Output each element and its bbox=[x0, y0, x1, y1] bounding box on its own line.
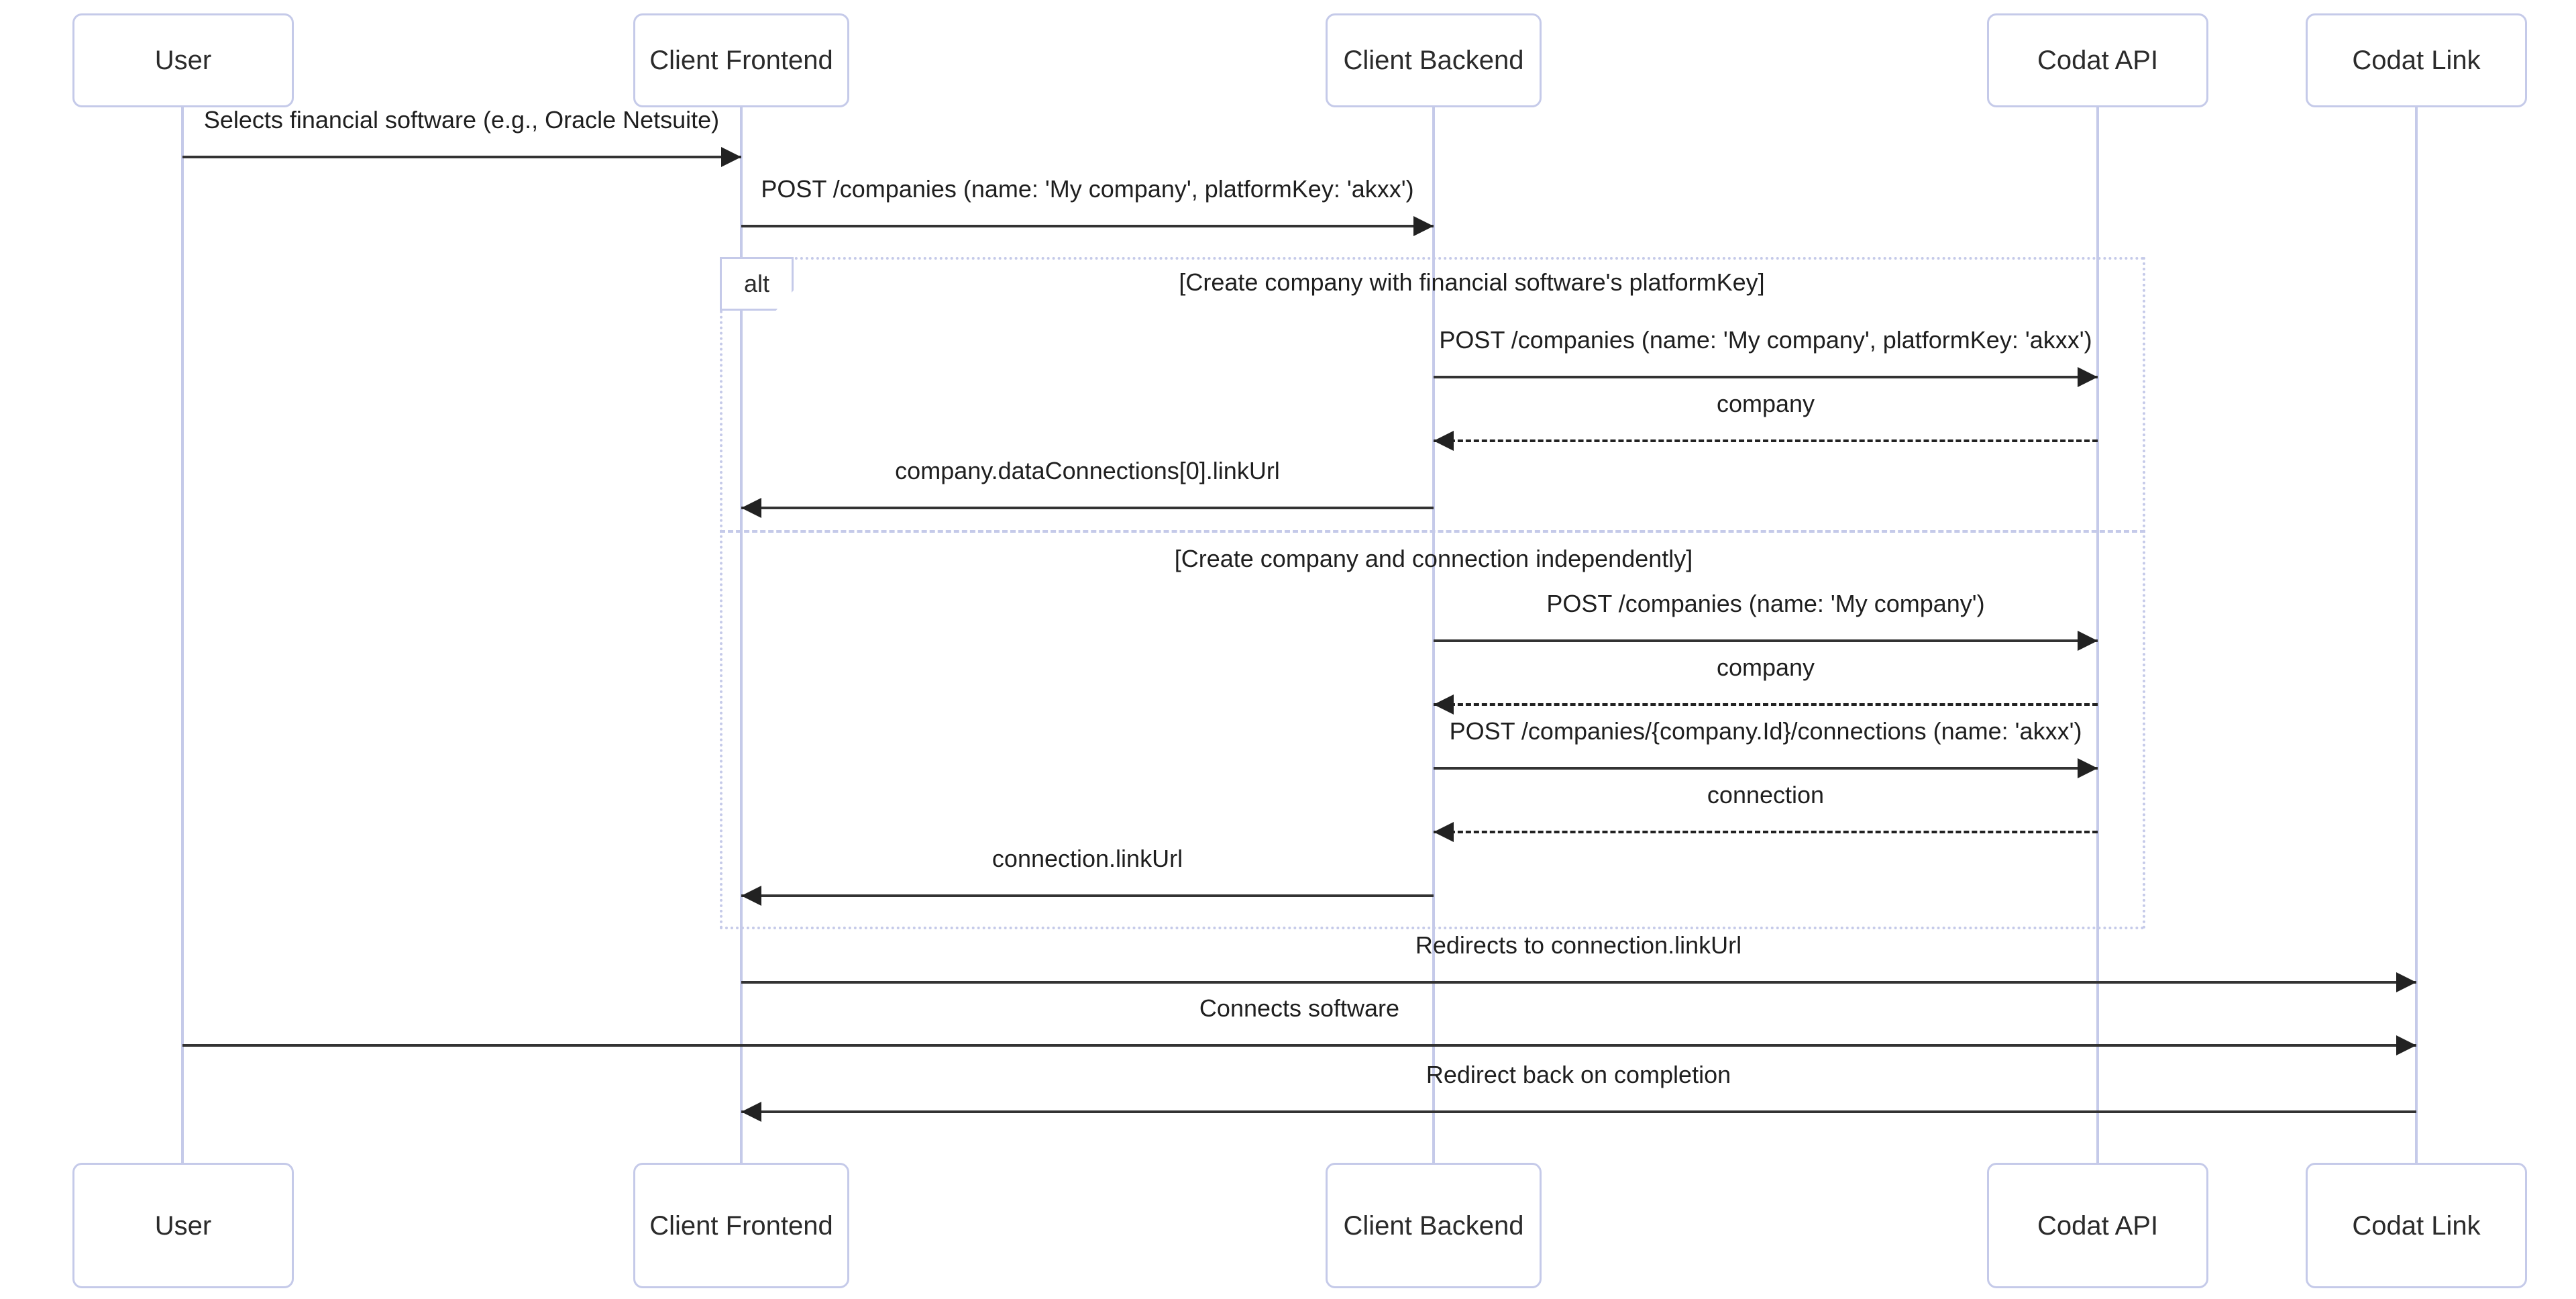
message-line-m6 bbox=[1434, 639, 2098, 642]
alt-tag-label: alt bbox=[720, 257, 794, 311]
participant-codat-link-bottom[interactable]: Codat Link bbox=[2306, 1163, 2527, 1288]
alt-section-divider-1 bbox=[720, 530, 2145, 533]
participant-user-top[interactable]: User bbox=[72, 13, 294, 107]
message-label-m12: Connects software bbox=[1199, 994, 1400, 1022]
participant-codat-link-top[interactable]: Codat Link bbox=[2306, 13, 2527, 107]
message-line-m12 bbox=[182, 1044, 2416, 1047]
arrow-head-m5 bbox=[741, 498, 761, 518]
message-label-m8: POST /companies/{company.Id}/connections… bbox=[1449, 717, 2082, 745]
participant-label: Client Frontend bbox=[649, 1210, 833, 1241]
message-label-m13: Redirect back on completion bbox=[1426, 1061, 1731, 1088]
arrow-head-m7 bbox=[1434, 694, 1454, 715]
message-line-m2 bbox=[741, 225, 1434, 227]
arrow-head-m9 bbox=[1434, 822, 1454, 842]
arrow-head-m3 bbox=[2078, 367, 2098, 387]
arrow-head-m6 bbox=[2078, 631, 2098, 651]
participant-label: Codat API bbox=[2037, 1210, 2159, 1241]
message-label-m4: company bbox=[1716, 390, 1815, 417]
message-line-m4 bbox=[1434, 439, 2098, 442]
participant-codat-api-top[interactable]: Codat API bbox=[1987, 13, 2208, 107]
participant-client-frontend-top[interactable]: Client Frontend bbox=[633, 13, 849, 107]
lifeline-codat-api bbox=[2096, 107, 2099, 1163]
message-label-m3: POST /companies (name: 'My company', pla… bbox=[1439, 326, 2092, 354]
arrow-head-m11 bbox=[2396, 972, 2416, 992]
arrow-head-m12 bbox=[2396, 1035, 2416, 1055]
arrow-head-m1 bbox=[721, 147, 741, 167]
participant-label: Codat API bbox=[2037, 46, 2159, 75]
message-label-m7: company bbox=[1716, 654, 1815, 681]
message-line-m9 bbox=[1434, 831, 2098, 833]
alt-condition-0: [Create company with financial software'… bbox=[1179, 268, 1765, 296]
message-line-m11 bbox=[741, 981, 2416, 984]
participant-client-frontend-bottom[interactable]: Client Frontend bbox=[633, 1163, 849, 1288]
message-line-m8 bbox=[1434, 767, 2098, 770]
message-line-m5 bbox=[741, 507, 1434, 509]
participant-label: User bbox=[154, 46, 212, 75]
participant-codat-api-bottom[interactable]: Codat API bbox=[1987, 1163, 2208, 1288]
lifeline-client-backend bbox=[1432, 107, 1435, 1163]
message-label-m10: connection.linkUrl bbox=[991, 845, 1183, 872]
alt-condition-1: [Create company and connection independe… bbox=[1174, 545, 1693, 572]
message-line-m3 bbox=[1434, 376, 2098, 378]
message-label-m2: POST /companies (name: 'My company', pla… bbox=[761, 175, 1414, 203]
participant-label: Codat Link bbox=[2352, 1210, 2481, 1241]
message-line-m10 bbox=[741, 894, 1434, 897]
arrow-head-m4 bbox=[1434, 431, 1454, 451]
participant-client-backend-bottom[interactable]: Client Backend bbox=[1326, 1163, 1542, 1288]
message-label-m6: POST /companies (name: 'My company') bbox=[1546, 590, 1985, 617]
message-label-m9: connection bbox=[1707, 781, 1825, 809]
participant-label: Codat Link bbox=[2352, 46, 2481, 75]
message-label-m1: Selects financial software (e.g., Oracle… bbox=[203, 106, 720, 134]
message-label-m11: Redirects to connection.linkUrl bbox=[1415, 931, 1742, 959]
participant-label: Client Backend bbox=[1343, 1210, 1524, 1241]
lifeline-user bbox=[181, 107, 184, 1163]
participant-user-bottom[interactable]: User bbox=[72, 1163, 294, 1288]
lifeline-codat-link bbox=[2415, 107, 2418, 1163]
arrow-head-m2 bbox=[1413, 216, 1434, 236]
arrow-head-m8 bbox=[2078, 758, 2098, 778]
arrow-head-m10 bbox=[741, 886, 761, 906]
lifeline-client-frontend bbox=[740, 107, 743, 1163]
message-line-m7 bbox=[1434, 703, 2098, 706]
message-line-m1 bbox=[182, 156, 741, 158]
message-label-m5: company.dataConnections[0].linkUrl bbox=[895, 457, 1280, 484]
participant-client-backend-top[interactable]: Client Backend bbox=[1326, 13, 1542, 107]
participant-label: Client Frontend bbox=[649, 46, 833, 75]
participant-label: Client Backend bbox=[1343, 46, 1524, 75]
message-line-m13 bbox=[741, 1110, 2416, 1113]
participant-label: User bbox=[154, 1210, 212, 1241]
arrow-head-m13 bbox=[741, 1102, 761, 1122]
